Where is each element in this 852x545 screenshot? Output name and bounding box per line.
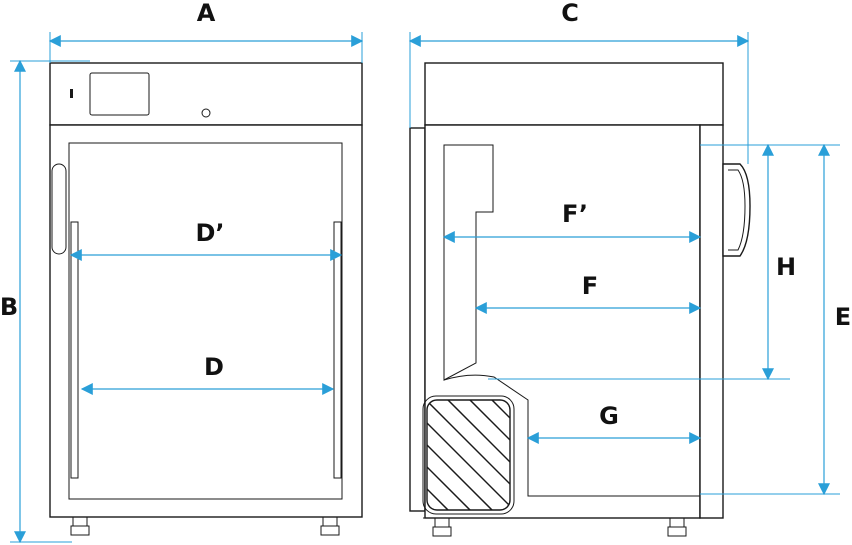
side-back-fan [722, 163, 751, 257]
side-top-panel [424, 62, 724, 126]
front-door-frame [49, 124, 363, 518]
label-g: G [599, 402, 619, 430]
side-right-foot [667, 517, 687, 537]
label-c: C [561, 0, 579, 27]
dimension-lines [10, 32, 840, 544]
label-h: H [776, 253, 796, 281]
label-a: A [197, 0, 216, 27]
door-handle [51, 163, 67, 255]
interior-floor-step [443, 374, 700, 497]
label-d: D [204, 353, 224, 381]
side-back-fan-inner [728, 169, 746, 251]
lock-icon [201, 108, 211, 118]
side-back-panel [699, 124, 724, 519]
front-view [49, 62, 363, 536]
label-d-prime: D’ [195, 219, 224, 247]
compressor-housing [422, 395, 515, 515]
compressor-hatching [427, 400, 510, 510]
dimension-labels: A B C D’ D F’ F G H E [0, 0, 851, 430]
right-shelf-rail [333, 221, 342, 479]
control-display [89, 72, 150, 116]
left-shelf-rail [70, 221, 79, 479]
power-switch-icon [70, 89, 73, 98]
label-f: F [582, 272, 598, 300]
front-top-panel [49, 62, 363, 126]
compressor-box [426, 399, 511, 511]
side-view [409, 62, 751, 537]
label-f-prime: F’ [562, 200, 588, 228]
label-b: B [0, 293, 18, 321]
label-e: E [835, 303, 851, 331]
front-left-foot [70, 516, 90, 536]
front-glass-panel [68, 142, 343, 500]
front-right-foot [320, 516, 340, 536]
side-left-foot [432, 517, 452, 537]
